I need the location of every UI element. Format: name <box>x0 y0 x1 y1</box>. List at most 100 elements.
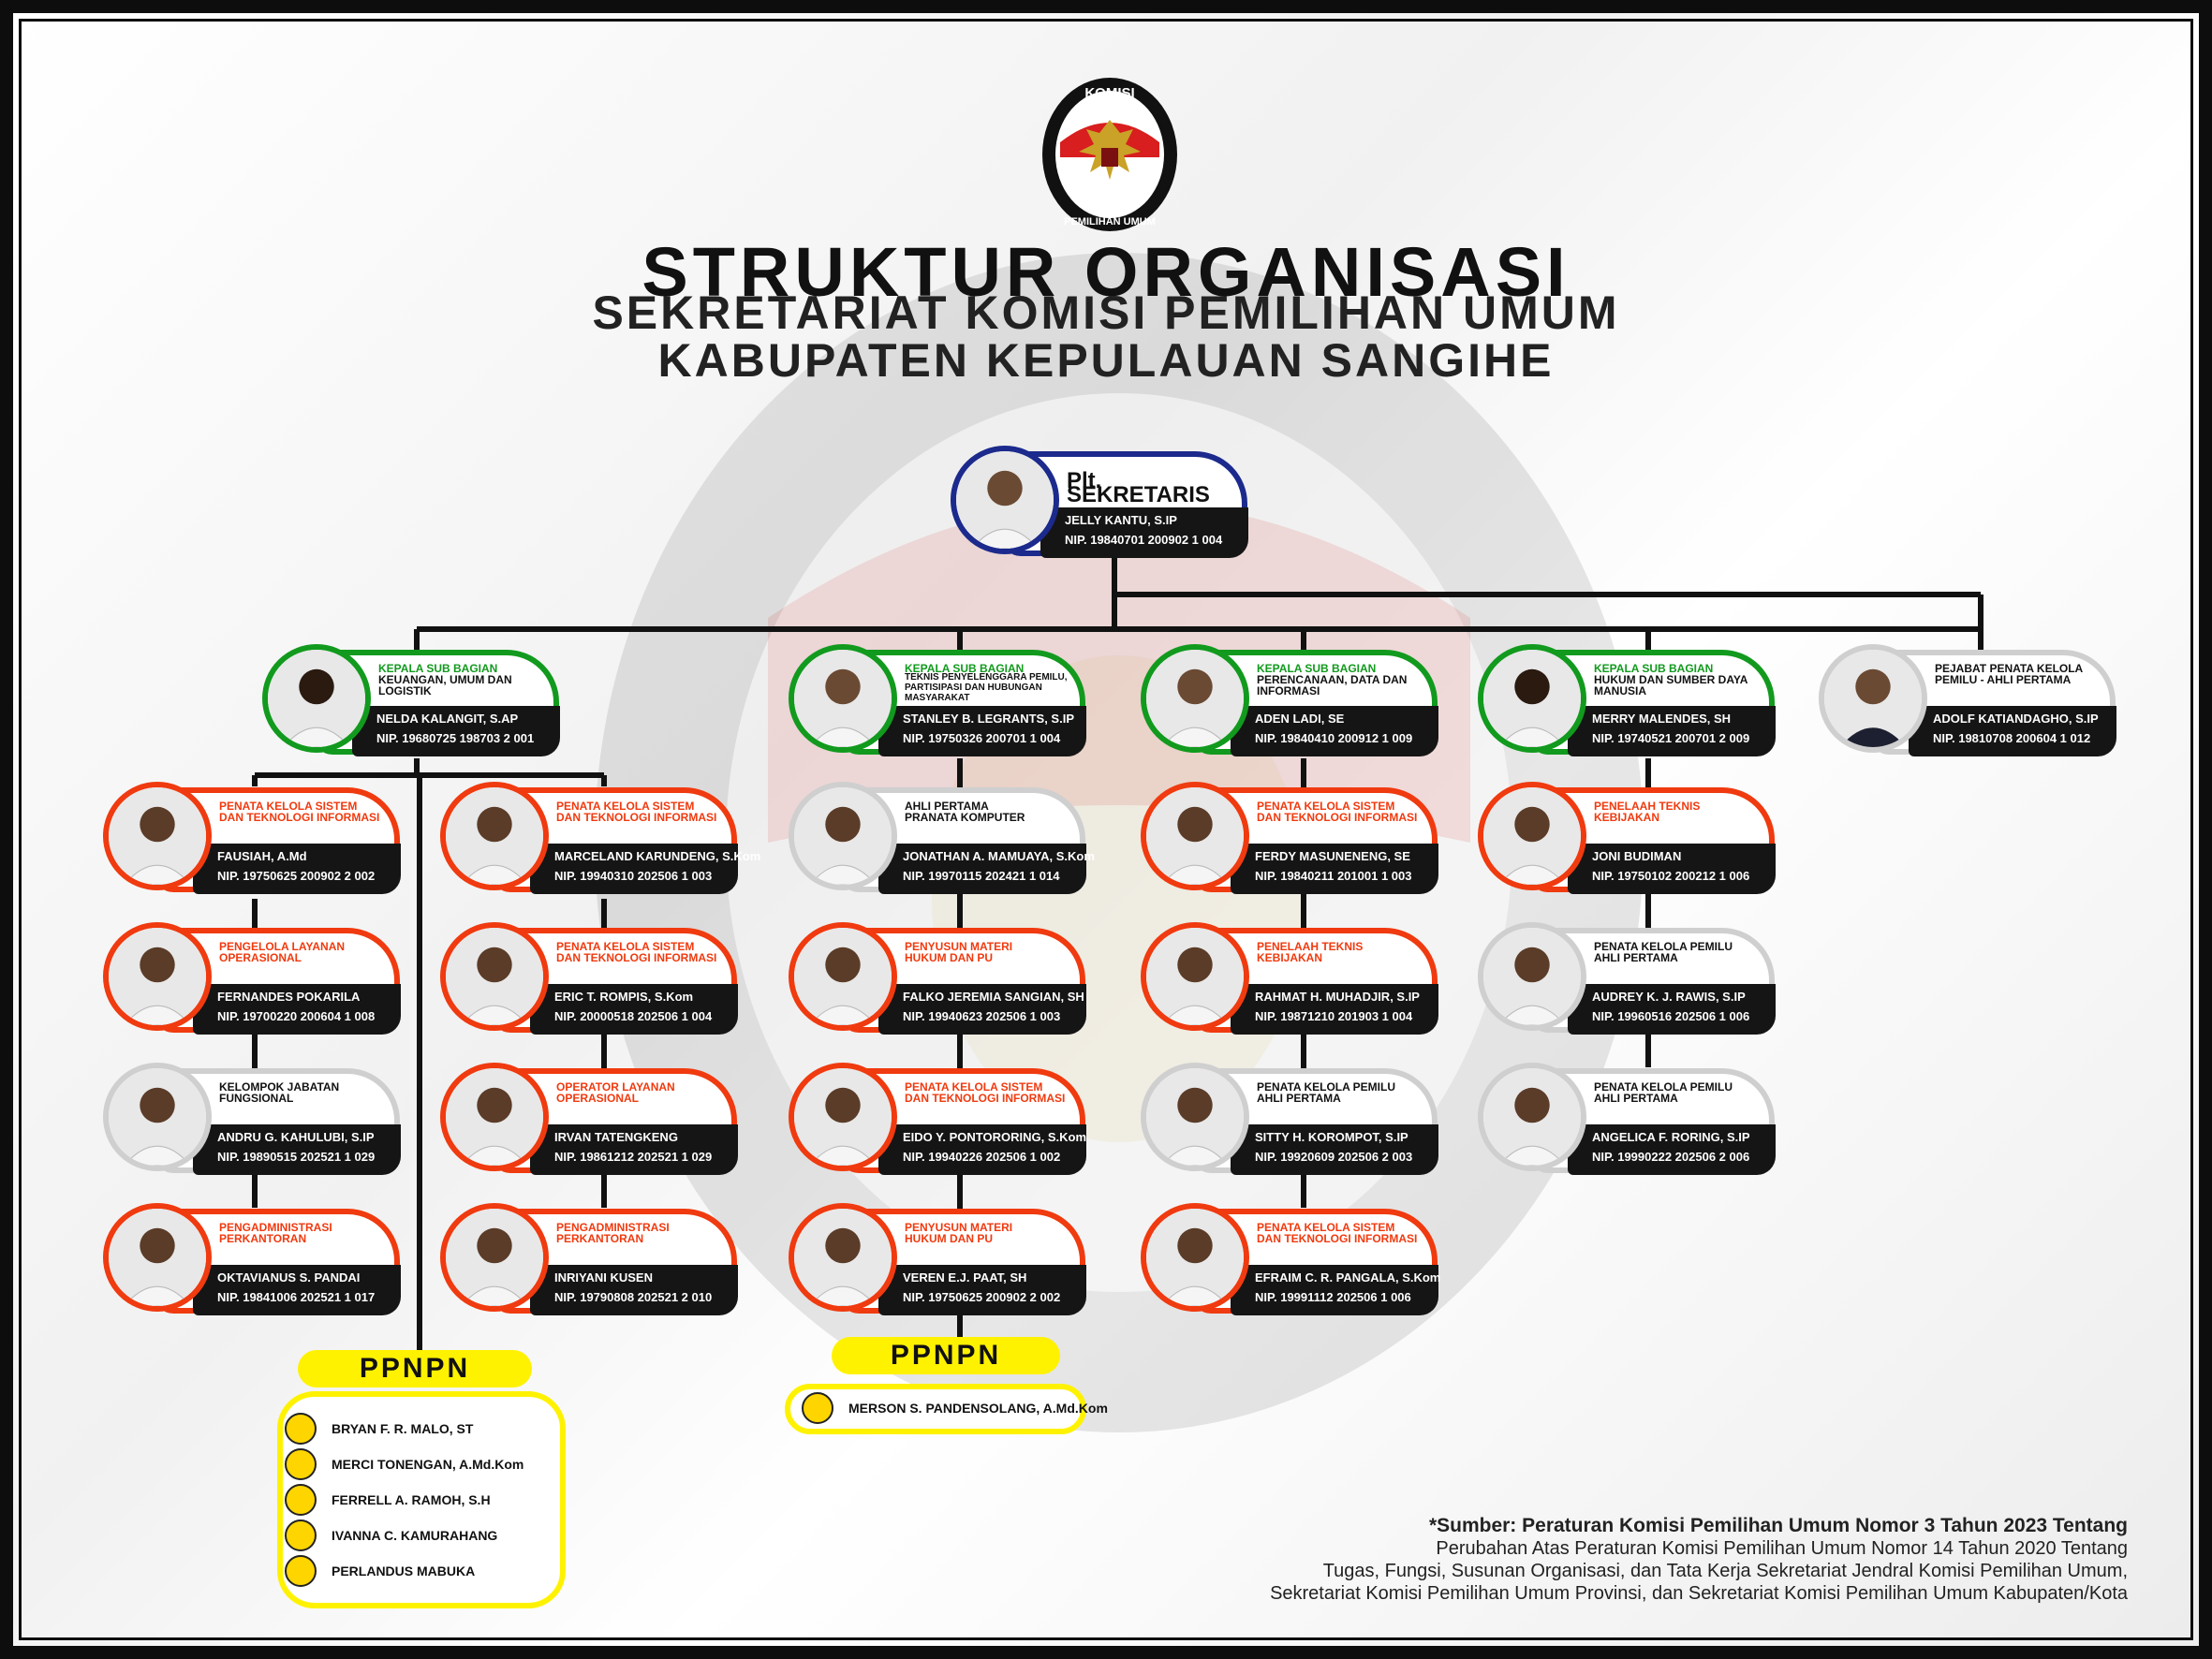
kpu-logo: KOMISI PEMILIHAN UMUM <box>1042 78 1177 231</box>
card-role-1: OPERATOR LAYANAN <box>556 1080 675 1094</box>
card-role-1: KEPALA SUB BAGIAN <box>378 662 498 675</box>
card-role-1: PENYUSUN MATERI <box>905 1221 1013 1234</box>
card-role-1: PENGELOLA LAYANAN <box>219 940 346 953</box>
photo-avatar <box>103 922 212 1031</box>
card-namebar <box>1231 844 1438 894</box>
photo-avatar <box>1141 644 1249 753</box>
card-role-1: KELOMPOK JABATAN <box>219 1080 340 1094</box>
card-nip: NIP. 19991112 202506 1 006 <box>1255 1290 1411 1304</box>
card-name: FAUSIAH, A.Md <box>217 849 307 863</box>
card-role-1: PENATA KELOLA SISTEM <box>1257 1221 1395 1234</box>
card-namebar <box>530 844 738 894</box>
ppnpn-avatar <box>285 1555 317 1587</box>
photo-avatar <box>951 446 1059 554</box>
card-nip: NIP. 19750625 200902 2 002 <box>217 869 376 883</box>
card-name: MERRY MALENDES, SH <box>1592 712 1732 726</box>
card-nip: NIP. 19871210 201903 1 004 <box>1255 1009 1413 1023</box>
card-name: MARCELAND KARUNDENG, S.Kom <box>554 849 761 863</box>
card-nip: NIP. 19940310 202506 1 003 <box>554 869 713 883</box>
card-namebar <box>878 706 1086 756</box>
card-nip: NIP. 19840701 200902 1 004 <box>1065 533 1223 547</box>
ppnpn-member-name: PERLANDUS MABUKA <box>332 1564 476 1578</box>
card-role-2: PERKANTORAN <box>219 1232 307 1245</box>
card-namebar <box>352 706 560 756</box>
page-subtitle-2: KABUPATEN KEPULAUAN SANGIHE <box>657 334 1555 387</box>
card-namebar <box>1909 706 2116 756</box>
card-namebar <box>530 984 738 1035</box>
card-name: VEREN E.J. PAAT, SH <box>903 1270 1027 1285</box>
card-kepala-teknis: KEPALA SUB BAGIAN TEKNIS PENYELENGGARA P… <box>789 644 1088 762</box>
photo-avatar <box>1141 922 1249 1031</box>
photo-avatar <box>1478 1063 1586 1171</box>
card-name: FERNANDES POKARILA <box>217 990 361 1004</box>
ppnpn-member-name: IVANNA C. KAMURAHANG <box>332 1528 498 1543</box>
card-role-1: KEPALA SUB BAGIAN <box>1594 662 1714 675</box>
card-nip: NIP. 19841006 202521 1 017 <box>217 1290 376 1304</box>
photo-avatar <box>103 1063 212 1171</box>
photo-avatar <box>789 1063 897 1171</box>
card-role-2: DAN TEKNOLOGI INFORMASI <box>905 1092 1066 1105</box>
card-role-2: KEUANGAN, UMUM DAN LOGISTIK <box>378 673 512 697</box>
card-role-1: PENATA KELOLA SISTEM <box>1257 800 1395 813</box>
card-namebar <box>1568 1124 1776 1175</box>
photo-avatar <box>1141 1063 1249 1171</box>
card-namebar <box>530 1265 738 1315</box>
photo-avatar <box>440 922 549 1031</box>
card-name: OKTAVIANUS S. PANDAI <box>217 1270 361 1285</box>
source-line-3: Tugas, Fungsi, Susunan Organisasi, dan T… <box>1322 1561 2128 1581</box>
card-name: IRVAN TATENGKENG <box>554 1130 678 1144</box>
card-nip: NIP. 19990222 202506 2 006 <box>1592 1150 1750 1164</box>
card-nip: NIP. 19840410 200912 1 009 <box>1255 731 1413 745</box>
photo-avatar <box>103 1203 212 1312</box>
source-line-2: Perubahan Atas Peraturan Komisi Pemiliha… <box>1436 1538 2128 1559</box>
card-role-1: PENATA KELOLA PEMILU <box>1257 1080 1395 1094</box>
card-kepala-hukum: KEPALA SUB BAGIAN HUKUM DAN SUMBER DAYA … <box>1478 644 1777 762</box>
ppnpn-member: PERLANDUS MABUKA <box>285 1555 547 1587</box>
card-nip: NIP. 19750326 200701 1 004 <box>903 731 1061 745</box>
card-role-2: TEKNIS PENYELENGGARA PEMILU, PARTISIPASI… <box>905 672 1068 703</box>
card-nip: NIP. 19940623 202506 1 003 <box>903 1009 1061 1023</box>
card-role-2: AHLI PERTAMA <box>1594 1092 1678 1105</box>
card-role-1: PENATA KELOLA PEMILU <box>1594 1080 1733 1094</box>
photo-avatar <box>440 1203 549 1312</box>
card-role-1: PENATA KELOLA SISTEM <box>905 1080 1043 1094</box>
source-line-1: *Sumber: Peraturan Komisi Pemilihan Umum… <box>1428 1515 2128 1536</box>
card-namebar <box>1231 1265 1438 1315</box>
card-nip: NIP. 19750625 200902 2 002 <box>903 1290 1061 1304</box>
photo-avatar <box>789 922 897 1031</box>
card-role-2: OPERASIONAL <box>556 1092 640 1105</box>
card-nip: NIP. 19790808 202521 2 010 <box>554 1290 713 1304</box>
card-namebar <box>878 984 1086 1035</box>
card-namebar <box>1040 507 1248 558</box>
card-name: STANLEY B. LEGRANTS, S.IP <box>903 712 1074 726</box>
photo-avatar <box>789 1203 897 1312</box>
photo-avatar <box>440 782 549 890</box>
page-subtitle-1: SEKRETARIAT KOMISI PEMILIHAN UMUM <box>592 286 1620 339</box>
ppnpn-member: FERRELL A. RAMOH, S.H <box>285 1484 547 1516</box>
card-nip: NIP. 19920609 202506 2 003 <box>1255 1150 1413 1164</box>
card-role-1: PENATA KELOLA PEMILU <box>1594 940 1733 953</box>
card-nip: NIP. 20000518 202506 1 004 <box>554 1009 713 1023</box>
ppnpn-member-name: FERRELL A. RAMOH, S.H <box>332 1492 491 1507</box>
ppnpn-member: MERSON S. PANDENSOLANG, A.Md.Kom <box>802 1392 1108 1424</box>
photo-avatar <box>789 644 897 753</box>
ppnpn-box-1 <box>277 1391 566 1608</box>
card-role-1: AHLI PERTAMA <box>905 800 989 813</box>
card-role-1: PENATA KELOLA SISTEM <box>556 800 695 813</box>
photo-avatar <box>262 644 371 753</box>
card-namebar <box>193 1265 401 1315</box>
card-role-2: OPERASIONAL <box>219 951 302 964</box>
card-role-2: DAN TEKNOLOGI INFORMASI <box>556 951 717 964</box>
card-kepala-keuangan: KEPALA SUB BAGIAN KEUANGAN, UMUM DAN LOG… <box>262 644 562 762</box>
source-line-4: Sekretariat Komisi Pemilihan Umum Provin… <box>1270 1583 2128 1604</box>
card-nip: NIP. 19680725 198703 2 001 <box>376 731 535 745</box>
card-namebar <box>878 1265 1086 1315</box>
